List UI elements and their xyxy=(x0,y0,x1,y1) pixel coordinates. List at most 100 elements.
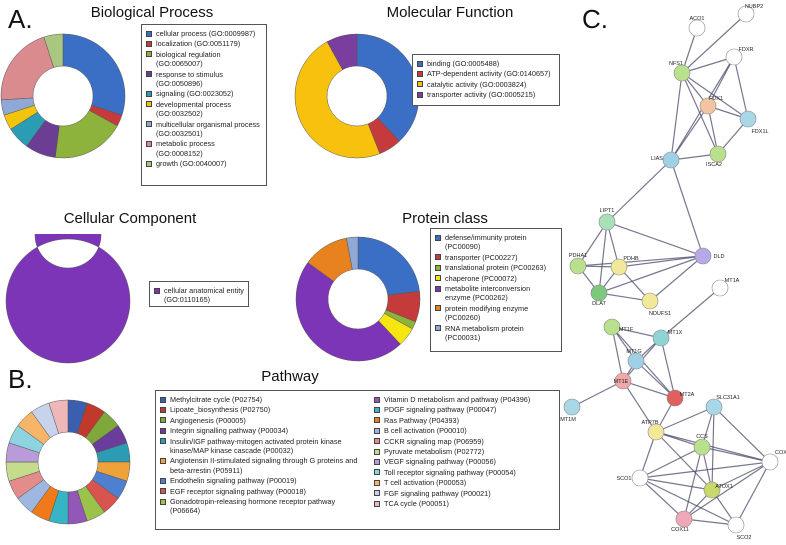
pc-legend-swatch xyxy=(435,325,441,332)
pc-slice-4 xyxy=(295,262,401,362)
pw-legend-item: T cell activation (P00053) xyxy=(374,478,556,487)
pw-legend-label: Pyruvate metabolism (P02772) xyxy=(384,447,485,457)
bp-legend-item: growth (GO:0040007) xyxy=(146,159,262,168)
node-dlat xyxy=(590,284,608,302)
node-label-mt1f: MT1F xyxy=(619,327,634,333)
node-sco2 xyxy=(727,516,745,534)
bp-legend-swatch xyxy=(146,160,152,167)
pw-legend-swatch xyxy=(374,427,380,434)
node-label-aco1: ACO1 xyxy=(690,16,705,22)
cc-legend: cellular anatomical entity (GO:0110165) xyxy=(149,281,249,307)
bp-legend-label: biological regulation (GO:0065007) xyxy=(156,49,221,69)
pw-legend-item: Integrin signalling pathway (P00034) xyxy=(160,426,365,435)
bp-legend-item: metabolic process (GO:0008152) xyxy=(146,139,262,158)
network-edge xyxy=(660,337,676,399)
node-lipt1 xyxy=(598,213,616,231)
pw-legend-swatch xyxy=(160,406,166,413)
node-label-ccs: CCS xyxy=(696,434,708,440)
pw-legend-swatch xyxy=(374,417,380,424)
node-mt1m xyxy=(563,398,581,416)
node-fdx1 xyxy=(699,97,717,115)
pc-legend-swatch xyxy=(435,285,441,292)
pw-legend-swatch xyxy=(374,448,380,455)
mf-legend-item: transporter activity (GO:0005215) xyxy=(417,90,555,99)
network-edge xyxy=(598,255,704,294)
mf-slice-2 xyxy=(294,41,381,159)
network-edges xyxy=(571,13,771,526)
bp-slice-0 xyxy=(62,33,126,116)
node-label-dld: DLD xyxy=(713,254,724,260)
pc-legend: defense/immunity protein (PC00090)transp… xyxy=(430,228,562,352)
bp-legend-item: developmental process (GO:0032502) xyxy=(146,100,262,119)
bp-legend-swatch xyxy=(146,121,152,128)
pw-legend-label: Angiogenesis (P00005) xyxy=(170,415,246,425)
bp-legend-item: multicellular organismal process (GO:003… xyxy=(146,120,262,139)
network-edge xyxy=(649,255,704,302)
bp-legend-swatch xyxy=(146,71,152,78)
bp-title: Biological Process xyxy=(90,4,214,21)
cc-slice-0 xyxy=(5,234,131,364)
pw-legend-item: Angiogenesis (P00005) xyxy=(160,416,365,425)
pw-legend-item: Vitamin D metabolism and pathway (P04396… xyxy=(374,395,556,404)
pw-legend-swatch xyxy=(160,498,166,505)
network-edge xyxy=(670,72,683,161)
node-pdhb xyxy=(610,258,628,276)
node-label-fdxr: FDXR xyxy=(739,47,754,53)
network-edge xyxy=(655,406,715,433)
pc-slices xyxy=(295,236,421,362)
node-mt1f xyxy=(603,318,621,336)
pc-legend-swatch xyxy=(435,275,441,282)
network-edge xyxy=(577,255,704,267)
bp-slices xyxy=(0,33,126,159)
network-edge xyxy=(711,406,715,491)
pw-legend-label: T cell activation (P00053) xyxy=(384,478,467,488)
pw-legend-label: Endothelin signaling pathway (P00019) xyxy=(170,476,297,486)
pw-legend-item: B cell activation (P00010) xyxy=(374,426,556,435)
pw-legend-label: EGF receptor signaling pathway (P00018) xyxy=(170,486,306,496)
pw-slices xyxy=(5,399,131,525)
bp-legend-swatch xyxy=(146,140,152,147)
node-cox11 xyxy=(675,510,693,528)
mf-legend-label: ATP-dependent activity (GO:0140657) xyxy=(427,69,551,79)
node-sco1 xyxy=(631,469,649,487)
pw-legend-label: TCA cycle (P00051) xyxy=(384,499,449,509)
pw-legend-label: VEGF signaling pathway (P00056) xyxy=(384,457,496,467)
pw-legend-swatch xyxy=(374,500,380,507)
mf-legend-swatch xyxy=(417,70,423,77)
pc-legend-item: transporter (PC00227) xyxy=(435,253,557,262)
pc-legend-item: translational protein (PC00263) xyxy=(435,263,557,272)
bp-legend-swatch xyxy=(146,90,152,97)
pw-legend-swatch xyxy=(374,396,380,403)
mf-legend: binding (GO:0005488)ATP-dependent activi… xyxy=(412,54,560,106)
bp-slice-7 xyxy=(0,36,55,101)
pc-slice-0 xyxy=(357,236,420,296)
network-edge xyxy=(711,461,771,491)
pc-legend-item: metabolite interconversion enzyme (PC002… xyxy=(435,284,557,303)
pw-legend: Methylcitrate cycle (P02754)Lipoate_bios… xyxy=(155,390,560,530)
network-edge xyxy=(611,326,662,339)
network-edge xyxy=(681,13,747,74)
pw-slice-19 xyxy=(48,399,69,434)
node-label-cox17: COX17 xyxy=(775,450,786,456)
bp-legend-label: growth (GO:0040007) xyxy=(156,159,227,169)
pw-legend-item: CCKR signaling map (P06959) xyxy=(374,437,556,446)
network-edge xyxy=(681,72,749,120)
node-label-nfs1: NFS1 xyxy=(669,61,683,67)
panel-letter-a: A. xyxy=(8,4,33,34)
pc-legend-item: chaperone (PC00072) xyxy=(435,274,557,283)
pw-legend-item: FGF signaling pathway (P00021) xyxy=(374,489,556,498)
network-edge xyxy=(577,221,608,267)
network-edge xyxy=(606,221,704,257)
network-edge xyxy=(713,406,771,463)
pw-legend-swatch xyxy=(160,417,166,424)
node-slc31a1 xyxy=(705,398,723,416)
pw-legend-swatch xyxy=(374,406,380,413)
mf-legend-swatch xyxy=(417,91,423,98)
pw-legend-label: Integrin signalling pathway (P00034) xyxy=(170,426,289,436)
node-label-dlat: DLAT xyxy=(592,301,606,307)
node-pdha1 xyxy=(569,257,587,275)
node-label-mt2a: MT2A xyxy=(680,392,695,398)
mf-legend-item: catalytic activity (GO:0003824) xyxy=(417,80,555,89)
network-edge xyxy=(660,287,721,339)
pc-legend-swatch xyxy=(435,305,441,312)
